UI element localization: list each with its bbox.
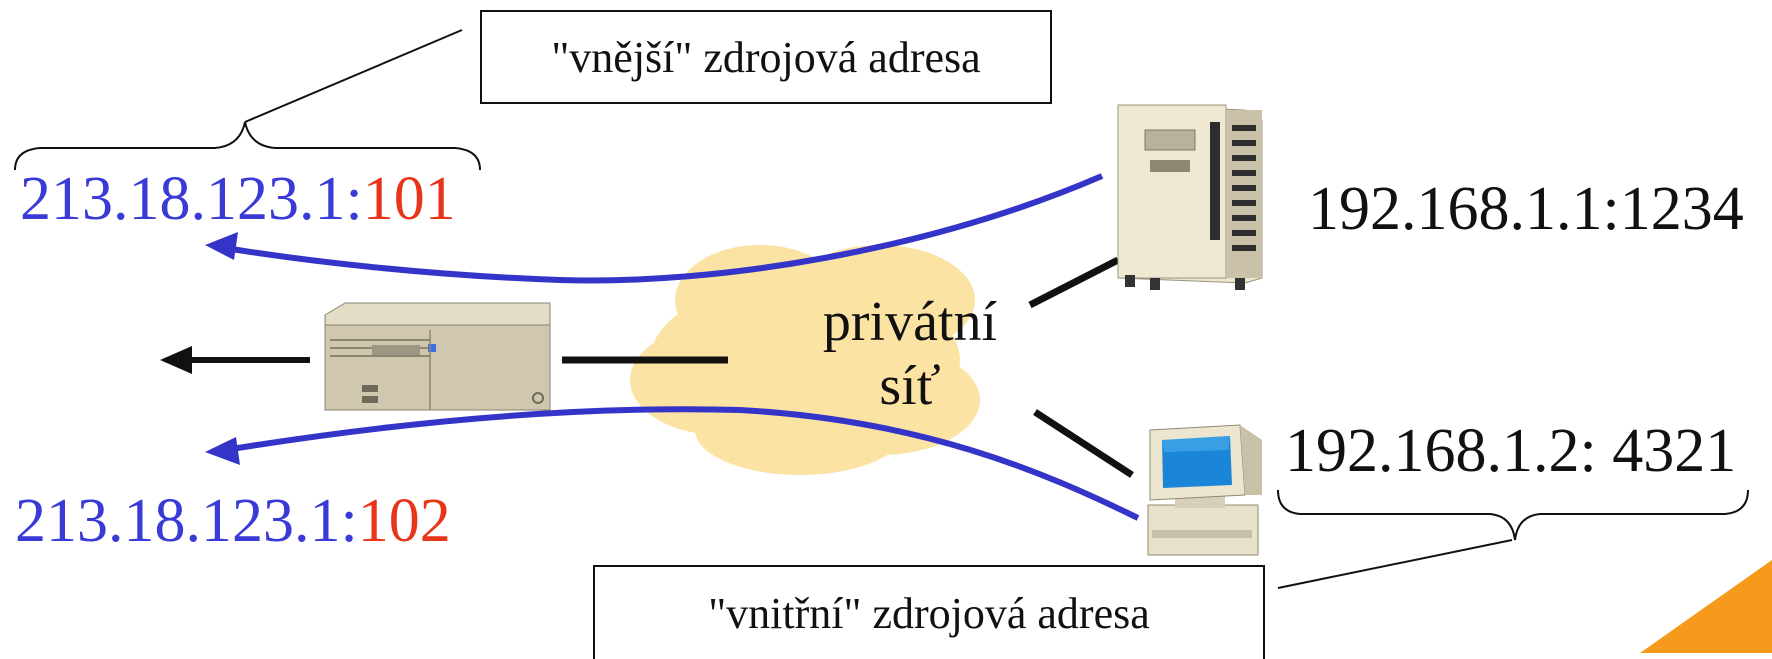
callout-line-outer [244,29,463,123]
router-icon [324,302,551,411]
pc-icon [1147,424,1262,556]
public-address-2: 213.18.123.1:102 [15,490,451,552]
callout-line-inner [1277,539,1513,589]
private-address-2: 192.168.1.2: 4321 [1285,417,1737,485]
outer-address-label: "vnější" zdrojová adresa [480,10,1052,104]
private-address-1: 192.168.1.1:1234 [1308,175,1744,243]
public-address-1-port: 101 [362,165,456,233]
public-address-2-port: 102 [357,487,451,555]
flow-arrow-upper [205,232,238,260]
outer-address-label-text: "vnější" zdrojová adresa [551,32,981,82]
flow-arrow-lower [205,437,240,465]
cloud-label: privátní síť [780,290,1040,419]
public-address-2-ip: 213.18.123.1: [15,487,358,555]
inner-address-label-text: "vnitřní" zdrojová adresa [708,588,1150,638]
public-address-1: 213.18.123.1:101 [20,168,456,230]
public-address-1-ip: 213.18.123.1: [20,165,363,233]
link-cloud-pc [1033,409,1134,478]
brace-inner-address [1277,489,1749,541]
link-cloud-server [1028,256,1120,309]
outgoing-arrow-head [160,346,192,374]
flow-line-upper [224,173,1104,284]
server-icon [1117,104,1263,290]
brace-outer-address [14,121,481,171]
cloud-label-line1: privátní [822,291,998,353]
inner-address-label: "vnitřní" zdrojová adresa [593,565,1265,659]
cloud-label-line2: síť [879,355,941,418]
flow-line-lower [224,406,1140,521]
corner-accent [1640,560,1772,653]
